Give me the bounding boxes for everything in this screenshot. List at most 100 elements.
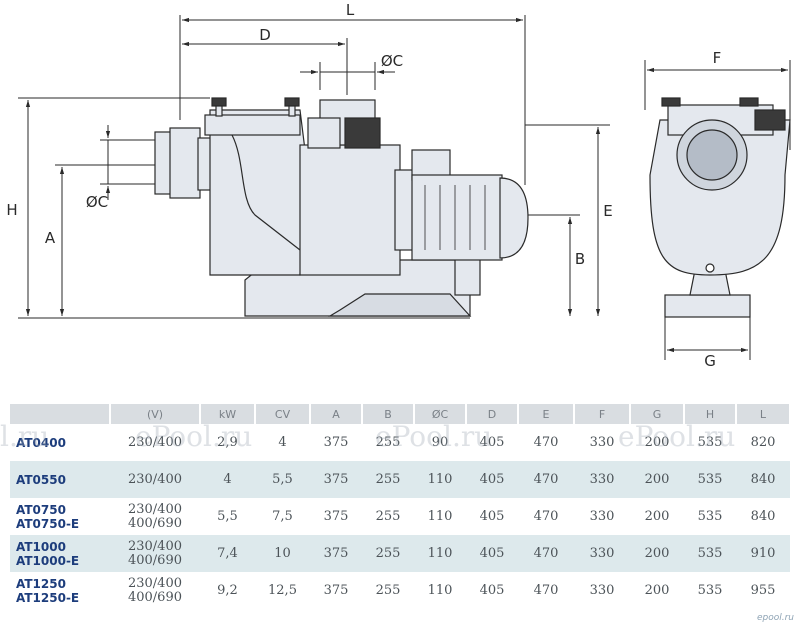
value-cell-h: 535 bbox=[697, 434, 723, 450]
voltage-value: 230/400 bbox=[127, 575, 182, 591]
value-cell-l: 840 bbox=[736, 461, 790, 498]
value-cell-g: 200 bbox=[644, 508, 670, 524]
col-header-kw: kW bbox=[200, 404, 256, 424]
table-header-row: (V) kW CV A B ØC D E F G H L bbox=[10, 404, 791, 424]
value-cell-g: 200 bbox=[630, 535, 684, 572]
value-cell-d: 405 bbox=[479, 508, 505, 524]
model-name: AT1250 bbox=[16, 576, 66, 591]
value-cell-d: 405 bbox=[466, 461, 518, 498]
voltage-value: 230/400 bbox=[127, 538, 182, 554]
dim-label-c-top: ØC bbox=[381, 52, 403, 70]
value-cell-f: 330 bbox=[574, 535, 630, 572]
value-cell-f: 330 bbox=[589, 582, 615, 598]
value-cell-g: 200 bbox=[644, 434, 670, 450]
value-cell-cv: 10 bbox=[255, 535, 310, 572]
dim-label-h: H bbox=[6, 201, 17, 219]
value-cell-b: 255 bbox=[362, 535, 414, 572]
value-cell-l: 955 bbox=[750, 582, 776, 598]
voltage-cell: 230/400 bbox=[110, 461, 200, 498]
value-cell-c: 110 bbox=[427, 582, 453, 598]
col-header-b: B bbox=[362, 404, 415, 424]
value-cell-g: 200 bbox=[644, 582, 670, 598]
value-cell-d: 405 bbox=[466, 535, 518, 572]
value-cell-d: 405 bbox=[479, 434, 505, 450]
col-header-a: A bbox=[310, 404, 363, 424]
col-header-cv: CV bbox=[255, 404, 311, 424]
dim-label-g: G bbox=[704, 352, 716, 370]
value-cell-b: 255 bbox=[375, 582, 401, 598]
value-cell-c: 110 bbox=[414, 535, 466, 572]
value-cell-cv: 12,5 bbox=[268, 582, 297, 598]
pump-front-view bbox=[649, 97, 791, 318]
value-cell-kw: 2,9 bbox=[217, 434, 238, 450]
dim-label-l: L bbox=[346, 1, 355, 19]
value-cell-a: 375 bbox=[310, 461, 362, 498]
value-cell-h: 535 bbox=[697, 508, 723, 524]
value-cell-d: 405 bbox=[479, 582, 505, 598]
value-cell-g: 200 bbox=[630, 461, 684, 498]
value-cell-h: 535 bbox=[684, 461, 736, 498]
dim-label-e: E bbox=[603, 202, 612, 220]
col-header-f: F bbox=[574, 404, 631, 424]
voltage-value: 230/400 bbox=[127, 501, 182, 517]
value-cell-l: 840 bbox=[750, 508, 776, 524]
col-header-d: D bbox=[466, 404, 519, 424]
value-cell-cv: 4 bbox=[278, 434, 287, 450]
col-header-e: E bbox=[518, 404, 575, 424]
model-name: AT1250-E bbox=[16, 590, 80, 605]
dim-label-f: F bbox=[713, 49, 722, 67]
voltage-value: 230/400 bbox=[127, 434, 182, 450]
model-cell: AT0550 bbox=[10, 461, 110, 498]
model-name: AT0750-E bbox=[16, 516, 80, 531]
value-cell-b: 255 bbox=[375, 434, 401, 450]
voltage-value: 400/690 bbox=[127, 589, 182, 605]
col-header-l: L bbox=[736, 404, 791, 424]
voltage-value: 400/690 bbox=[127, 515, 182, 531]
value-cell-a: 375 bbox=[310, 535, 362, 572]
value-cell-h: 535 bbox=[684, 535, 736, 572]
model-name: AT1000-E bbox=[16, 553, 80, 568]
value-cell-a: 375 bbox=[323, 434, 349, 450]
value-cell-e: 470 bbox=[518, 461, 574, 498]
dim-label-c-side: ØC bbox=[86, 193, 108, 211]
model-name: AT0400 bbox=[16, 435, 66, 450]
dim-label-b: B bbox=[575, 250, 585, 268]
model-name: AT0550 bbox=[16, 472, 66, 487]
value-cell-cv: 5,5 bbox=[255, 461, 310, 498]
dim-label-a: A bbox=[45, 229, 56, 247]
value-cell-kw: 4 bbox=[200, 461, 255, 498]
model-name: AT0750 bbox=[16, 502, 66, 517]
value-cell-kw: 9,2 bbox=[217, 582, 238, 598]
col-header-c: ØC bbox=[414, 404, 467, 424]
spec-table: (V) kW CV A B ØC D E F G H L AT0400 230/4… bbox=[10, 404, 791, 609]
pump-side-view bbox=[154, 97, 529, 317]
value-cell-f: 330 bbox=[589, 434, 615, 450]
value-cell-e: 470 bbox=[533, 508, 559, 524]
value-cell-a: 375 bbox=[323, 582, 349, 598]
value-cell-b: 255 bbox=[375, 508, 401, 524]
voltage-value: 400/690 bbox=[127, 552, 182, 568]
epool-logo: epool.ru bbox=[756, 613, 794, 623]
value-cell-l: 820 bbox=[750, 434, 776, 450]
model-name: AT1000 bbox=[16, 539, 66, 554]
value-cell-a: 375 bbox=[323, 508, 349, 524]
value-cell-l: 910 bbox=[736, 535, 790, 572]
value-cell-b: 255 bbox=[362, 461, 414, 498]
dim-label-d: D bbox=[259, 26, 271, 44]
value-cell-kw: 5,5 bbox=[217, 508, 238, 524]
value-cell-c: 110 bbox=[427, 508, 453, 524]
col-header-h: H bbox=[684, 404, 737, 424]
col-header-voltage: (V) bbox=[110, 404, 201, 424]
value-cell-f: 330 bbox=[574, 461, 630, 498]
value-cell-cv: 7,5 bbox=[272, 508, 293, 524]
value-cell-kw: 7,4 bbox=[200, 535, 255, 572]
